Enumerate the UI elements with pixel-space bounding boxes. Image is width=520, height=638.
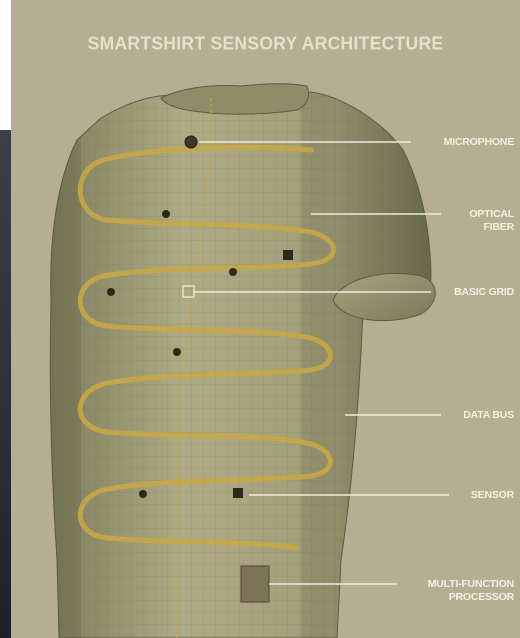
shirt-illustration (11, 0, 520, 638)
label-basic-grid: BASIC GRID (454, 286, 514, 299)
label-optical-fiber-line1: OPTICAL (469, 208, 514, 221)
shirt-collar (161, 84, 309, 114)
label-microphone: MICROPHONE (444, 136, 514, 149)
processor-component (241, 566, 269, 602)
sensor-dot (173, 348, 181, 356)
microphone-component (185, 136, 197, 148)
sensor-dot (233, 488, 243, 498)
label-sensor: SENSOR (471, 489, 514, 502)
sensor-dot (229, 268, 237, 276)
label-processor-line2: PROCESSOR (428, 591, 514, 604)
sensor-dot (283, 250, 293, 260)
smartshirt-diagram-poster: SMARTSHIRT SENSORY ARCHITECTURE (11, 0, 520, 638)
label-processor: MULTI-FUNCTION PROCESSOR (428, 578, 514, 604)
label-processor-line1: MULTI-FUNCTION (428, 578, 514, 591)
sensor-dot (162, 210, 170, 218)
sensor-dot (107, 288, 115, 296)
sensor-dot (139, 490, 147, 498)
label-optical-fiber-line2: FIBER (469, 221, 514, 234)
label-optical-fiber: OPTICAL FIBER (469, 208, 514, 234)
label-data-bus: DATA BUS (463, 409, 514, 422)
